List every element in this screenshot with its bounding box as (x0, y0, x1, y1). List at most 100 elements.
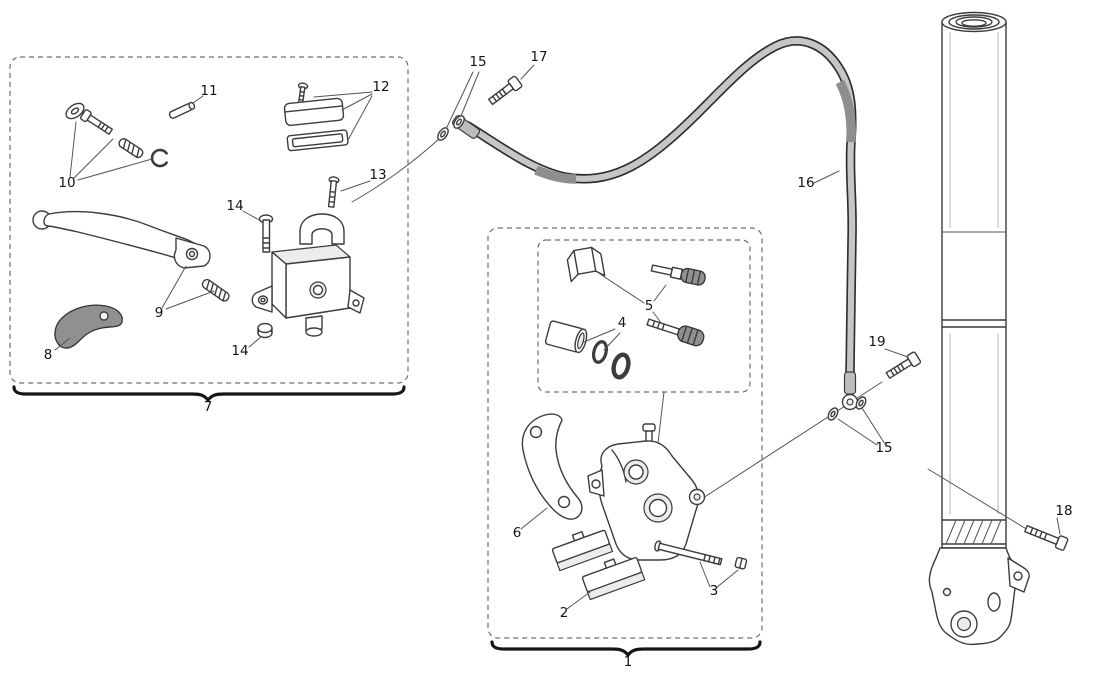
brake-pad-outer (551, 529, 614, 572)
leader-19 (884, 348, 909, 358)
brake-hose (464, 37, 856, 384)
piston-seal (591, 340, 609, 364)
callout-19: 19 (868, 334, 885, 350)
leader-4 (583, 328, 621, 351)
brake-hose-assembly: 15 17 16 (351, 36, 857, 385)
banjo-bolt-lower (885, 351, 922, 379)
leader-16 (813, 170, 840, 184)
leader-14-upper (242, 210, 262, 222)
master-cylinder-pipe-line (351, 137, 441, 203)
bleed-valve (650, 264, 706, 286)
leader-5 (599, 273, 667, 325)
lever-pivot-pin (168, 101, 196, 119)
piston-seal-inner-box (537, 239, 751, 393)
hose-end-fitting (843, 371, 857, 395)
reservoir-cap-set: 12 (283, 79, 390, 152)
leader-11 (192, 95, 204, 104)
leader-13 (340, 180, 371, 192)
banjo-washer-upper-2 (453, 115, 465, 129)
cap-screw (297, 82, 309, 104)
piston-seal-set: 4 (544, 315, 631, 380)
brake-pad-inner (581, 557, 646, 601)
group-7-bracket (12, 385, 406, 403)
bolt-18-axis-line (927, 468, 1029, 531)
master-cylinder-body (251, 244, 365, 337)
fork-tube (941, 21, 1007, 549)
fork-leg: 18 (927, 11, 1073, 646)
bleed-valve-set: 5 (566, 246, 706, 347)
reservoir-cap (283, 97, 345, 127)
group-7-box (9, 56, 409, 384)
adjuster-washer (65, 102, 85, 120)
pad-pin-clip (734, 556, 748, 570)
outlet-port (305, 315, 323, 332)
lever-hardware-set: 10 (58, 102, 168, 191)
clamp-bolt-upper: 14 (226, 198, 274, 253)
hose-sleeve-upper (534, 165, 577, 184)
callout-18: 18 (1055, 503, 1072, 519)
banjo-bolt-upper (488, 75, 523, 106)
leader-15-upper (446, 71, 480, 128)
leader-6 (520, 507, 548, 530)
callout-8: 8 (44, 347, 53, 363)
adjuster-spring (118, 138, 144, 159)
callout-15-upper: 15 (469, 54, 486, 70)
callout-6: 6 (513, 525, 522, 541)
callout-12: 12 (372, 79, 389, 95)
caliper-bracket: 6 (513, 413, 583, 541)
pad-spring-clip (566, 246, 606, 283)
callout-13: 13 (369, 167, 386, 183)
callout-3: 3 (710, 583, 719, 599)
banjo-washer-lower-2 (855, 396, 867, 410)
callout-10: 10 (58, 175, 75, 191)
leader-2 (566, 591, 591, 610)
lever-return-spring (201, 278, 230, 302)
lower-banjo-assembly: 19 15 (702, 334, 922, 499)
clamp-screw (327, 176, 340, 208)
handlebar-clamp (299, 213, 345, 245)
callout-5: 5 (645, 298, 654, 314)
leader-15-lower (837, 407, 886, 446)
leader-8 (54, 337, 71, 351)
callout-9: 9 (155, 305, 164, 321)
clamp-nut-lower: 14 (231, 322, 273, 359)
leader-17 (520, 64, 535, 80)
brake-lever: 9 (32, 210, 230, 321)
leader-12 (313, 91, 373, 141)
leader-18 (1056, 517, 1061, 535)
cap-diaphragm-plate (286, 129, 349, 152)
caliper-mount-bolt (1024, 524, 1069, 551)
callout-14-upper: 14 (226, 198, 243, 214)
group-1-bracket (490, 640, 762, 658)
caliper-piston (544, 320, 588, 354)
leader-10 (69, 121, 153, 181)
callout-15-lower: 15 (875, 440, 892, 456)
hose-sleeve-right (835, 79, 856, 143)
group-1-box (487, 227, 763, 639)
leader-9 (161, 265, 215, 310)
lever-master-cylinder-group: 7 11 10 (9, 56, 409, 415)
fork-dust-seal-hatch (945, 519, 1002, 545)
caliper-body (587, 423, 706, 561)
retaining-clip (150, 148, 168, 168)
dust-seal (611, 352, 631, 380)
pad-pin (654, 540, 723, 566)
adjuster-bolt (80, 109, 113, 135)
callout-1: 1 (624, 654, 633, 670)
leader-3 (699, 561, 739, 589)
callout-17: 17 (530, 49, 547, 65)
callout-4: 4 (618, 315, 627, 331)
callout-11: 11 (200, 83, 217, 99)
caliper-assembly-group: 1 5 (487, 227, 763, 670)
guide-pin-with-boot (646, 318, 705, 347)
banjo-washer-upper-1 (437, 127, 449, 141)
callout-2: 2 (560, 605, 569, 621)
brake-pads: 2 (551, 529, 646, 621)
leader-14-lower (248, 336, 262, 348)
fork-tube-joint (941, 319, 1007, 328)
banjo-washer-lower-1 (827, 407, 839, 421)
fork-tube-shading (949, 32, 999, 514)
callout-16: 16 (797, 175, 814, 191)
